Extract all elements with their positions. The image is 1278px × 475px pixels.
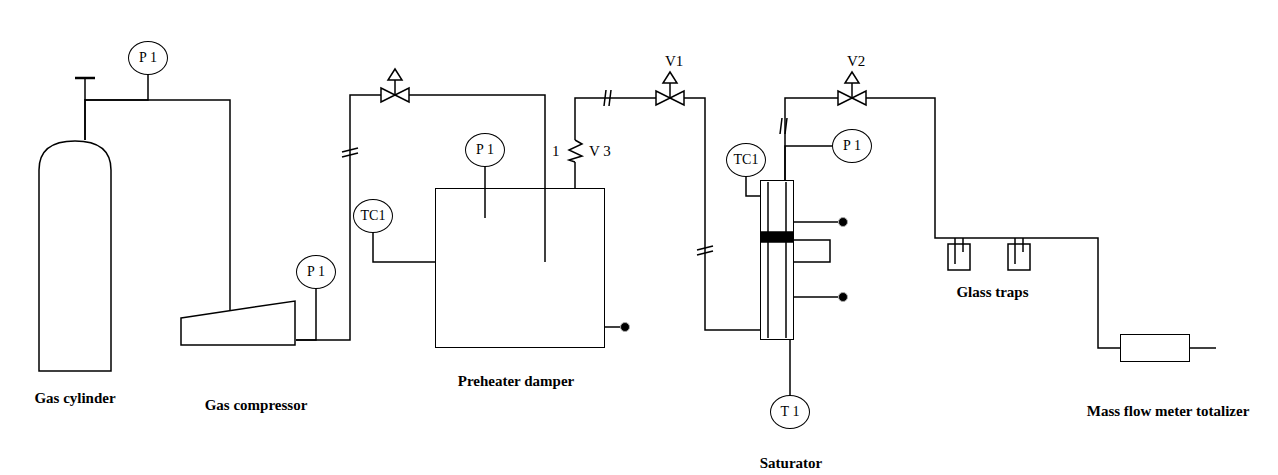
pipe-line (790, 340, 791, 395)
equipment-label: Glass traps (956, 284, 1028, 301)
equipment-box: Mass flow meter totalizer (1120, 334, 1190, 362)
instrument-gauge: P 1 (832, 129, 872, 163)
pipe-path (575, 98, 760, 330)
instrument-gauge: TC1 (353, 199, 393, 233)
compressor-outline (180, 300, 296, 346)
equipment-label: Saturator (760, 455, 823, 472)
pipe-line (746, 177, 760, 196)
compressor-inlet (229, 300, 231, 311)
gauge-tag: TC1 (361, 209, 386, 223)
instrument-gauge: P 1 (128, 41, 168, 75)
glass-traps: Glass traps (940, 230, 1045, 272)
preheater-inlet-pipe (544, 188, 546, 262)
pipe-path (1045, 238, 1120, 348)
pipe-line (785, 98, 940, 238)
instrument-gauge: TC1 (726, 143, 766, 177)
valve-tag: V1 (664, 54, 684, 69)
equipment-box: Saturator (760, 180, 794, 340)
valve-tag: V 3 (588, 144, 612, 159)
glass-traps-symbol (940, 238, 1045, 270)
pipe-line (296, 95, 545, 340)
pipe-path (296, 95, 545, 340)
check-valve (568, 140, 582, 162)
pipe-line (296, 289, 316, 340)
pipe-path (789, 340, 791, 395)
pipe-path (373, 233, 435, 262)
instrument-gauge: P 1 (296, 255, 336, 289)
valve-v1 (656, 72, 684, 105)
cylinder-valve-stem (84, 78, 86, 100)
pipe-path (746, 177, 760, 196)
pipe-path (785, 146, 832, 180)
pressure-tap (484, 188, 486, 218)
pipe-path (785, 98, 940, 238)
pipe-line (1045, 238, 1120, 348)
instrument-gauge: T 1 (770, 395, 810, 429)
gauge-tag: P 1 (843, 139, 861, 153)
pipe-line (575, 98, 760, 330)
gauge-tag: P 1 (139, 51, 157, 65)
gauge-tag: P 1 (307, 265, 325, 279)
pipe-path (296, 289, 316, 340)
pipe-path (484, 167, 486, 188)
pipe-path (85, 75, 148, 140)
cylinder-valve-handle (75, 77, 95, 80)
gauge-tag: P 1 (476, 143, 494, 157)
compressor-body (181, 301, 295, 345)
heater-terminal (621, 323, 630, 332)
pipe-line (485, 167, 486, 188)
instrument-gauge: P 1 (465, 133, 505, 167)
equipment-box: Preheater damper (435, 188, 605, 348)
gauge-tag: TC1 (734, 153, 759, 167)
equipment-label: Preheater damper (458, 373, 575, 390)
pipe-line (85, 75, 148, 140)
equipment-label: Mass flow meter totalizer (1087, 403, 1250, 420)
pipe-break-marks (342, 90, 787, 255)
valve-tag: V2 (846, 54, 866, 69)
valve-v2 (838, 72, 866, 105)
gas-cylinder: Gas cylinder (38, 140, 112, 372)
inlet-valve (381, 69, 409, 102)
cylinder-outline (38, 140, 112, 372)
compressor: Gas compressor (180, 300, 296, 346)
gauge-tag: T 1 (781, 405, 800, 419)
equipment-label: Gas cylinder (34, 390, 115, 407)
meter-outlet (1190, 347, 1216, 349)
pipe-line (373, 233, 435, 262)
equipment-label: Gas compressor (205, 397, 308, 414)
heater-lead (605, 326, 621, 328)
cylinder-body (39, 141, 111, 371)
pipe-line (785, 146, 832, 180)
saturator-internals (761, 182, 848, 338)
valve-tag: 1 (551, 144, 561, 159)
